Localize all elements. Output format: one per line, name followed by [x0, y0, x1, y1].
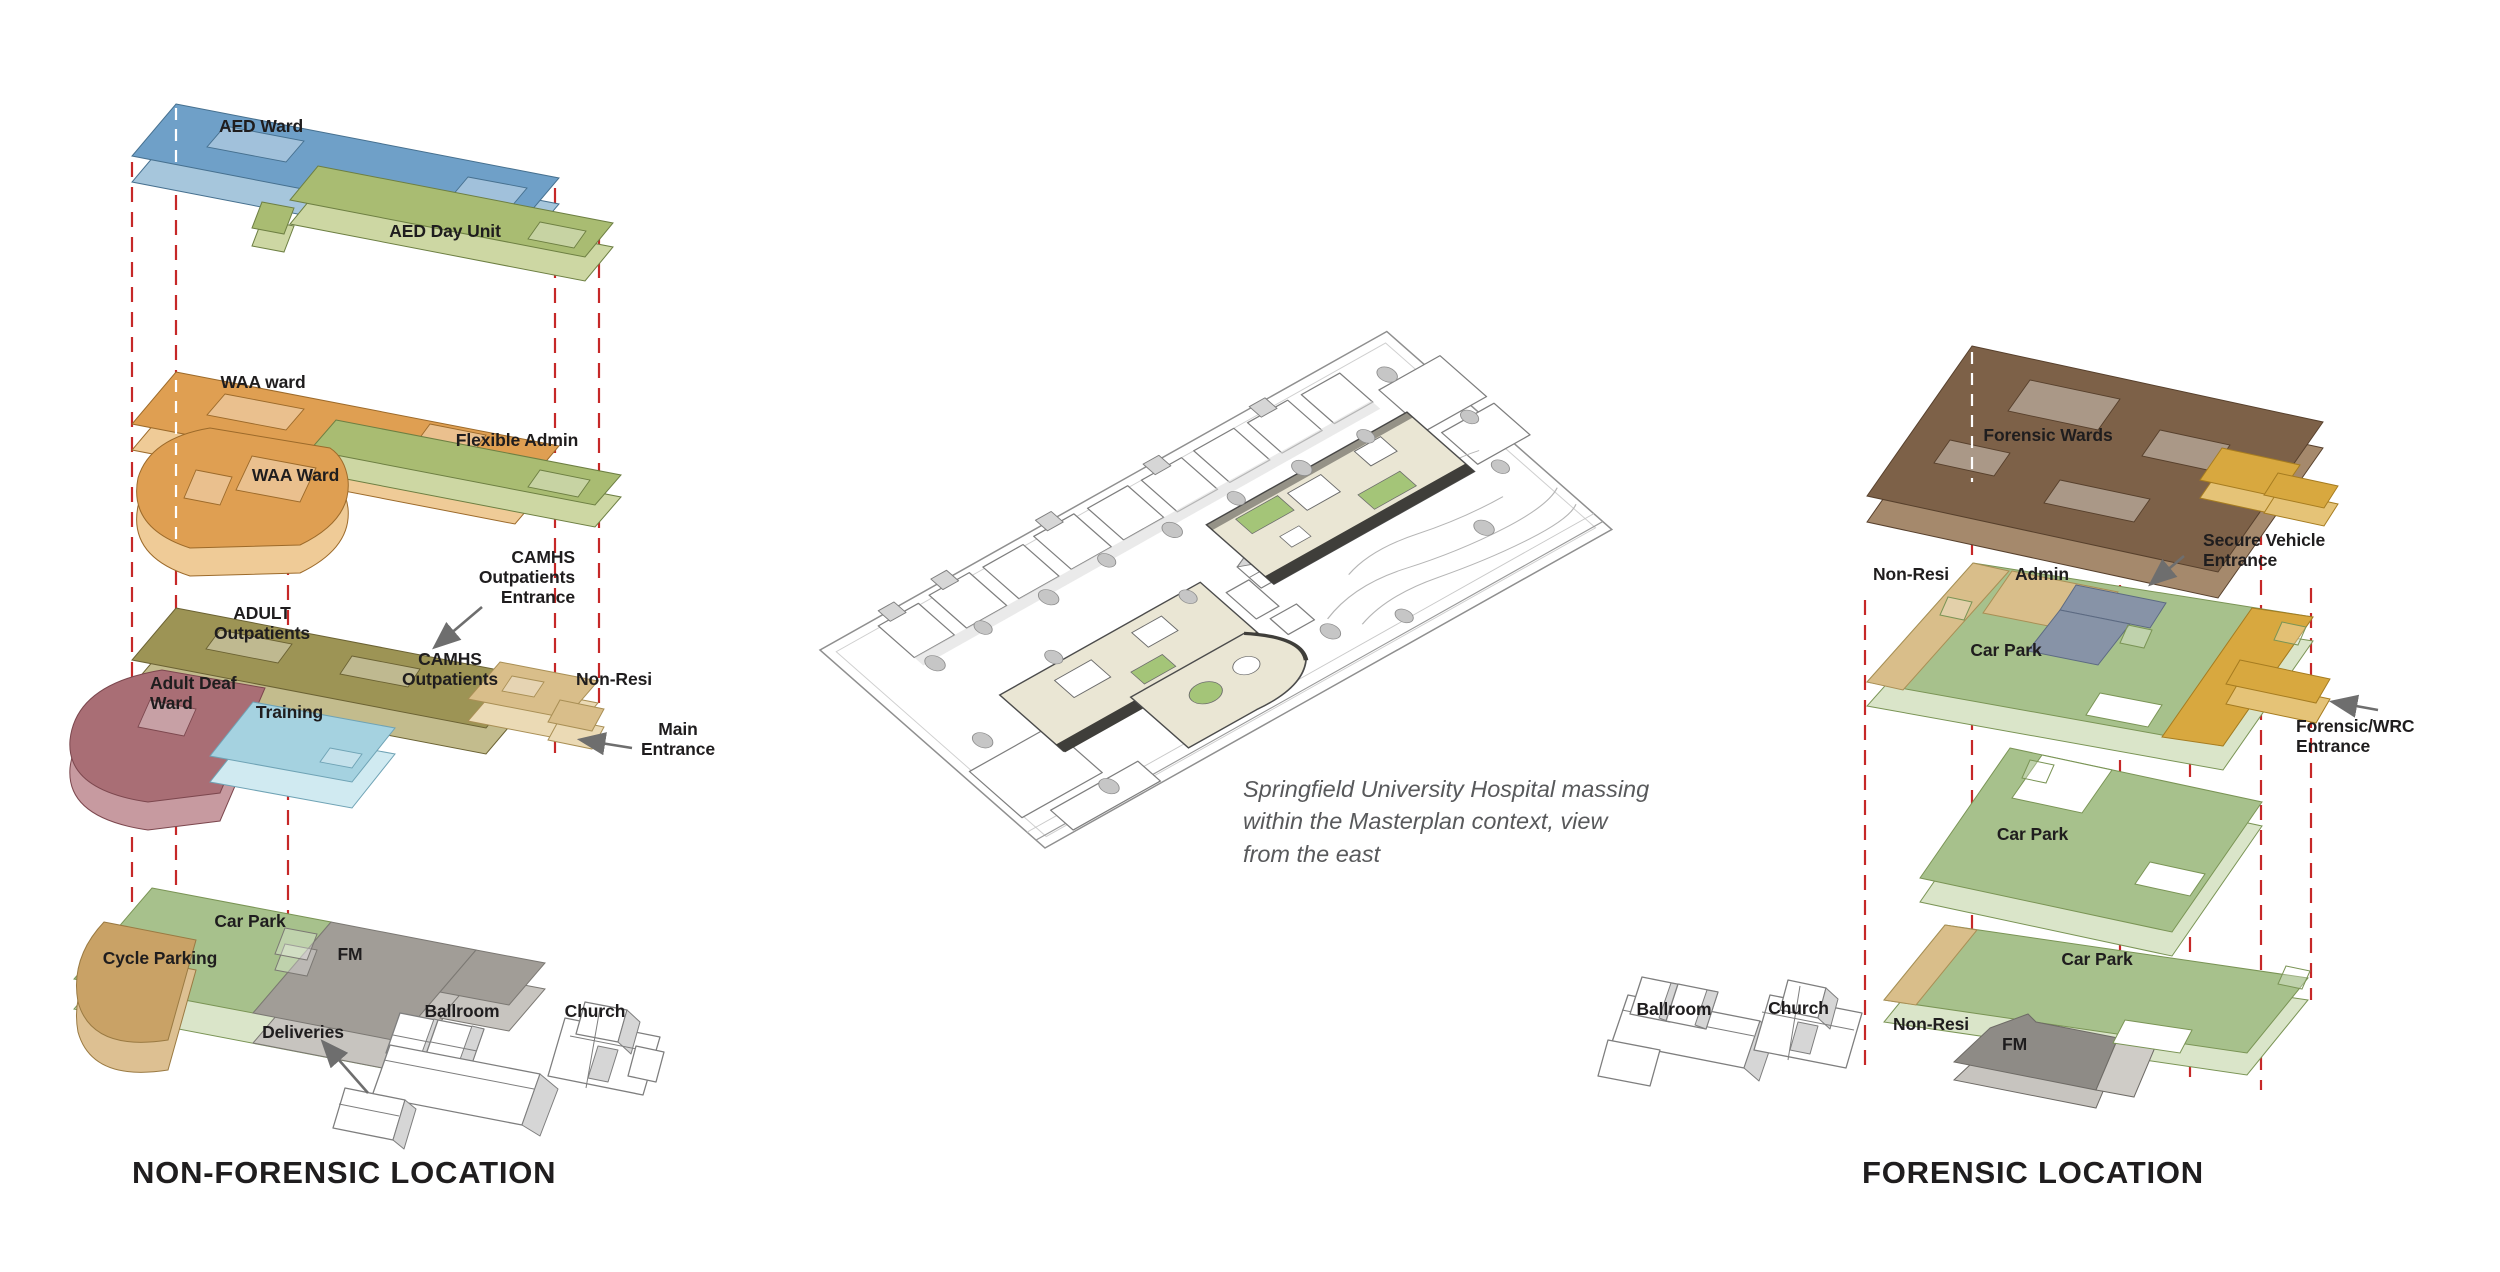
label-non-resi-lower: Non-Resi — [1893, 1014, 1970, 1034]
cycle-parking-slab — [75, 921, 197, 1073]
non-forensic-stack — [69, 103, 665, 1150]
non-resi-slab-left — [467, 661, 605, 750]
church-building-right — [1753, 979, 1863, 1069]
label-fm-right: FM — [2002, 1034, 2028, 1054]
aed-day-unit-slab — [251, 165, 614, 282]
church-building-left — [547, 1001, 665, 1096]
arrows-right — [2148, 555, 2379, 718]
non-forensic-title: NON-FORENSIC LOCATION — [132, 1155, 557, 1190]
camhs-entrance-arrow — [432, 606, 483, 650]
label-aed-ward: AED Ward — [218, 116, 304, 136]
label-car-park-left: Car Park — [214, 911, 286, 931]
label-admin: Admin — [2015, 564, 2069, 584]
label-training: Training — [255, 702, 324, 722]
label-adult-outpatients: ADULT Outpatients — [213, 603, 311, 643]
label-ballroom-right: Ballroom — [1636, 999, 1712, 1019]
label-main-entrance: Main Entrance — [640, 719, 716, 759]
label-camhs-outpatients: CAMHS Outpatients — [401, 649, 499, 689]
label-cycle-parking: Cycle Parking — [102, 948, 218, 968]
forensic-wrc-entrance-block — [2161, 607, 2331, 747]
forensic-wards-slab — [1866, 345, 2324, 599]
hospital-building-sw — [998, 581, 1309, 753]
label-waa-ward-lower: WAA Ward — [251, 465, 340, 485]
label-flexible-admin: Flexible Admin — [455, 430, 579, 450]
adult-camhs-outpatients-slab — [131, 607, 531, 755]
label-secure-vehicle-entrance: Secure Vehicle Entrance — [2203, 530, 2326, 570]
secure-vehicle-entrance-patch — [2027, 584, 2167, 666]
label-forensic-wrc-entrance: Forensic/WRC Entrance — [2296, 716, 2415, 756]
label-non-resi-upper: Non-Resi — [1873, 564, 1950, 584]
label-forensic-wards: Forensic Wards — [1983, 425, 2113, 445]
secure-entrance-gold-block — [2199, 447, 2339, 527]
main-entrance-arrow — [576, 732, 633, 756]
forensic-title: FORENSIC LOCATION — [1862, 1155, 2204, 1190]
training-slab — [209, 701, 396, 809]
label-car-park-upper: Car Park — [1970, 640, 2042, 660]
label-deliveries: Deliveries — [262, 1022, 344, 1042]
fm-plate-right — [1952, 965, 2311, 1109]
non-resi-strip-lower — [1883, 924, 1978, 1006]
forensic-wrc-arrow — [2328, 694, 2379, 718]
waa-ward-d-slab — [136, 427, 349, 577]
adult-deaf-ward-slab — [69, 669, 266, 831]
arrows-left — [320, 606, 633, 1094]
label-camhs-entrance: CAMHS Outpatients Entrance — [478, 547, 575, 607]
terrain-contours — [1327, 450, 1577, 625]
flexible-admin-slab — [309, 419, 622, 528]
upper-plate-details — [1939, 596, 2307, 728]
secure-vehicle-arrow — [2148, 555, 2185, 587]
deliveries-arrow — [320, 1039, 369, 1094]
label-church-left: Church — [564, 1001, 626, 1021]
ballroom-building-left — [332, 1012, 559, 1150]
label-church-right: Church — [1768, 998, 1829, 1018]
label-aed-day-unit: AED Day Unit — [389, 221, 501, 241]
label-non-resi-left: Non-Resi — [575, 669, 652, 689]
label-waa-ward-upper: WAA ward — [220, 372, 306, 392]
label-fm-left: FM — [337, 944, 363, 964]
label-car-park-lower: Car Park — [2061, 949, 2133, 969]
label-adult-deaf-ward: Adult Deaf Ward — [150, 673, 237, 713]
label-ballroom-left: Ballroom — [424, 1001, 500, 1021]
massing-caption: Springfield University Hospital massing … — [1243, 776, 1650, 867]
hospital-massing-model — [818, 330, 1614, 849]
forensic-stack — [1597, 345, 2379, 1109]
ballroom-building-right — [1597, 976, 1776, 1087]
label-car-park-mid: Car Park — [1996, 824, 2069, 844]
mid-car-park-slab — [1919, 747, 2263, 957]
context-terraces — [877, 372, 1381, 666]
context-block-sw2 — [1049, 760, 1162, 831]
trees — [924, 366, 1510, 795]
